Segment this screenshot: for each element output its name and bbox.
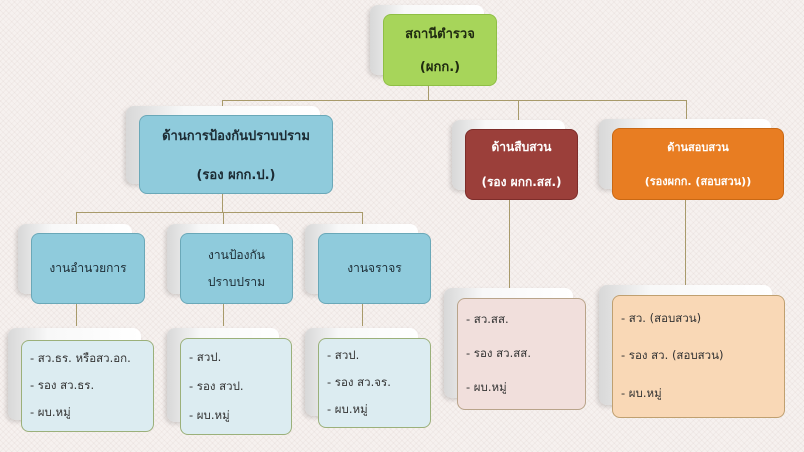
prevention-unit-node[interactable]: งานป้องกัน ปราบปราม bbox=[180, 233, 293, 304]
branch-subtitle: (รอง ผกก.สส.) bbox=[481, 174, 562, 189]
list-item: - ผบ.หมู่ bbox=[30, 405, 71, 420]
unit-title: งานจราจร bbox=[347, 261, 402, 275]
prevention-branch-node[interactable]: ด้านการป้องกันปราบปราม (รอง ผกก.ป.) bbox=[139, 115, 333, 194]
connector bbox=[428, 86, 429, 100]
branch-title: ด้านการป้องกันปราบปราม bbox=[162, 128, 310, 144]
branch-title: ด้านสืบสวน bbox=[491, 139, 552, 154]
branch-subtitle: (รองผกก. (สอบสวน)) bbox=[644, 175, 752, 188]
root-title: สถานีตำรวจ bbox=[405, 27, 475, 42]
connector bbox=[509, 200, 510, 298]
list-item: - รอง สว.จร. bbox=[327, 374, 391, 389]
list-item: - รอง สว. (สอบสวน) bbox=[621, 348, 724, 363]
investigation-branch-node[interactable]: ด้านสืบสวน (รอง ผกก.สส.) bbox=[465, 129, 578, 200]
unit-title: งานอำนวยการ bbox=[49, 261, 127, 275]
traffic-unit-node[interactable]: งานจราจร bbox=[318, 233, 431, 304]
unit-title: งานป้องกัน bbox=[208, 247, 265, 262]
list-item: - รอง สว.สส. bbox=[466, 346, 531, 360]
list-item: - สว. (สอบสวน) bbox=[621, 310, 702, 325]
list-item: - สว.สส. bbox=[466, 312, 509, 326]
traffic-staff-list: - สวป. - รอง สว.จร. - ผบ.หมู่ bbox=[318, 338, 431, 428]
admin-unit-node[interactable]: งานอำนวยการ bbox=[31, 233, 145, 304]
list-item: - รอง สวป. bbox=[189, 378, 244, 393]
list-item: - สว.ธร. หรือสว.อก. bbox=[30, 350, 131, 365]
connector bbox=[518, 100, 519, 130]
list-item: - ผบ.หมู่ bbox=[189, 407, 230, 422]
prevention-staff-list: - สวป. - รอง สวป. - ผบ.หมู่ bbox=[180, 338, 292, 435]
connector bbox=[685, 200, 686, 295]
list-item: - รอง สว.ธร. bbox=[30, 377, 95, 392]
branch-subtitle: (รอง ผกก.ป.) bbox=[196, 167, 276, 183]
connector bbox=[686, 100, 687, 128]
admin-staff-list: - สว.ธร. หรือสว.อก. - รอง สว.ธร. - ผบ.หม… bbox=[21, 340, 154, 432]
root-node[interactable]: สถานีตำรวจ (ผกก.) bbox=[383, 14, 497, 86]
list-item: - ผบ.หมู่ bbox=[327, 401, 368, 416]
list-item: - ผบ.หมู่ bbox=[466, 380, 507, 394]
list-item: - ผบ.หมู่ bbox=[621, 386, 662, 401]
list-item: - สวป. bbox=[189, 349, 222, 364]
root-subtitle: (ผกก.) bbox=[419, 60, 461, 75]
connector bbox=[76, 212, 363, 213]
unit-title-line2: ปราบปราม bbox=[207, 274, 266, 289]
connector bbox=[222, 100, 687, 101]
investigation-staff-list: - สว.สส. - รอง สว.สส. - ผบ.หมู่ bbox=[457, 298, 586, 410]
list-item: - สวป. bbox=[327, 348, 360, 363]
branch-title: ด้านสอบสวน bbox=[667, 141, 729, 154]
inquiry-staff-list: - สว. (สอบสวน) - รอง สว. (สอบสวน) - ผบ.ห… bbox=[612, 295, 785, 418]
inquiry-branch-node[interactable]: ด้านสอบสวน (รองผกก. (สอบสวน)) bbox=[612, 128, 784, 200]
